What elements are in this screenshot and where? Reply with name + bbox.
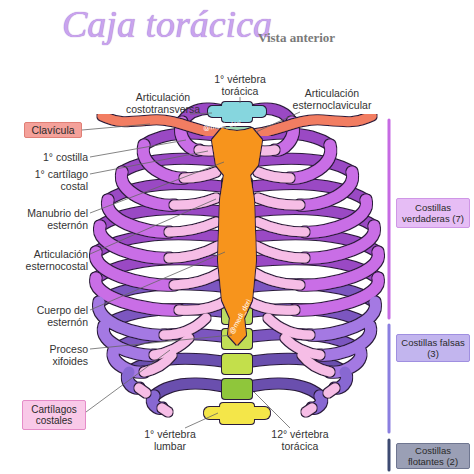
part-label: Articulación esternocostal bbox=[14, 248, 88, 272]
leader-line bbox=[90, 140, 186, 157]
leader-line bbox=[240, 97, 241, 103]
anterior-rib bbox=[306, 408, 312, 412]
posterior-rib bbox=[247, 109, 378, 396]
leader-line bbox=[82, 124, 150, 130]
box-text: Cartílagos costales bbox=[23, 404, 85, 427]
anterior-rib bbox=[295, 278, 378, 310]
label-box: Cartílagos costales bbox=[22, 400, 86, 430]
group-bracket bbox=[388, 120, 391, 470]
part-label: Cuerpo del esternón bbox=[14, 304, 88, 328]
box-text: Costillas flotantes (2) bbox=[397, 445, 469, 467]
vertebra bbox=[222, 379, 252, 399]
part-label: Articulación costotransversa bbox=[108, 91, 218, 115]
sternum bbox=[212, 128, 262, 345]
leader-line bbox=[90, 199, 216, 254]
clavicle bbox=[250, 116, 372, 134]
anterior-rib bbox=[300, 172, 353, 205]
part-label: 1° vértebra lumbar bbox=[130, 428, 210, 452]
leader-line bbox=[185, 413, 218, 428]
label-box: Clavícula bbox=[24, 122, 82, 138]
diagram-title: Caja torácica bbox=[62, 2, 272, 46]
part-label: 1° vértebra torácica bbox=[200, 73, 280, 97]
leader-line bbox=[86, 350, 170, 412]
group-box: Costillas falsas (3) bbox=[396, 334, 470, 362]
anterior-rib bbox=[300, 252, 378, 285]
group-box: Costillas verdaderas (7) bbox=[396, 198, 470, 228]
anterior-rib bbox=[328, 388, 335, 393]
sternum bbox=[212, 128, 262, 345]
anterior-rib bbox=[275, 122, 378, 408]
part-label: Manubrio del esternón bbox=[14, 207, 88, 231]
posterior-rib bbox=[247, 384, 320, 396]
leader-line bbox=[90, 335, 232, 349]
part-label: 12° vértebra torácica bbox=[255, 428, 345, 452]
posterior-rib bbox=[247, 109, 378, 278]
part-label: 1° costilla bbox=[14, 151, 88, 163]
part-label: Articulación esternoclavicular bbox=[282, 87, 382, 111]
leader-line bbox=[256, 112, 300, 132]
anterior-rib bbox=[250, 116, 372, 134]
vertebra bbox=[222, 354, 252, 374]
anterior-rib bbox=[258, 222, 305, 232]
posterior-rib bbox=[247, 284, 375, 350]
anterior-rib bbox=[305, 226, 375, 258]
anterior-rib bbox=[258, 198, 300, 205]
anterior-rib bbox=[268, 318, 310, 335]
vertebra bbox=[222, 102, 252, 122]
vertebra bbox=[220, 403, 254, 424]
group-bracket bbox=[388, 325, 391, 432]
box-text: Costillas falsas (3) bbox=[397, 337, 469, 359]
anterior-rib bbox=[247, 116, 378, 412]
anterior-rib bbox=[256, 246, 305, 258]
anterior-rib bbox=[258, 172, 290, 178]
anterior-rib bbox=[312, 372, 347, 408]
anterior-rib bbox=[247, 300, 295, 310]
anterior-rib bbox=[253, 272, 300, 285]
vertebra bbox=[204, 102, 270, 424]
leader-line bbox=[90, 151, 208, 174]
subtitle: Vista anterior bbox=[258, 30, 378, 45]
anterior-rib bbox=[302, 355, 330, 372]
costal-cartilage bbox=[247, 150, 335, 412]
group-bracket bbox=[388, 440, 391, 470]
box-text: Clavícula bbox=[31, 124, 74, 136]
box-text: Costillas verdaderas (7) bbox=[397, 202, 469, 224]
part-label: Proceso xifoides bbox=[14, 343, 88, 367]
anterior-rib bbox=[310, 302, 376, 372]
leader-line bbox=[254, 392, 290, 428]
group-bracket bbox=[388, 120, 391, 318]
anterior-rib bbox=[305, 200, 367, 232]
group-box: Costillas flotantes (2) bbox=[396, 443, 470, 469]
part-label: 1° cartílago costal bbox=[14, 168, 88, 192]
leader-line bbox=[82, 97, 300, 428]
leader-line bbox=[90, 252, 225, 310]
leader-line bbox=[90, 162, 224, 213]
anterior-rib bbox=[290, 145, 331, 178]
